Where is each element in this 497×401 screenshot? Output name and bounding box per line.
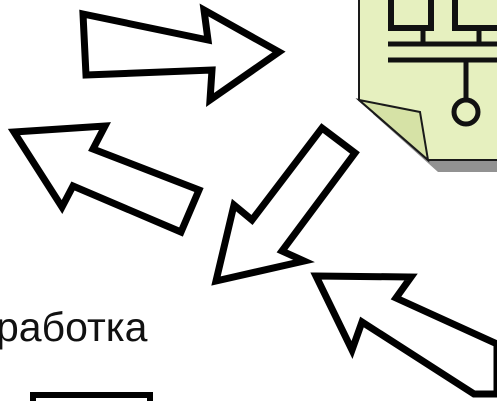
arrow-down-left-icon: [211, 123, 360, 286]
caption-text: работка: [0, 304, 148, 350]
note-folded-corner: [355, 98, 430, 163]
arrow-up-left-bottom-icon: [310, 272, 497, 398]
arrow-up-left-icon: [7, 122, 204, 237]
arrow-down-left-shape: [211, 123, 360, 286]
arrow-right-shape: [79, 3, 286, 108]
arrow-up-left-bottom-shape: [310, 272, 497, 398]
cropped-box-shape: [30, 392, 153, 401]
network-diagram-note-icon: [355, 0, 497, 172]
cropped-box-icon: [30, 392, 153, 401]
arrow-right-icon: [79, 3, 286, 108]
arrow-up-left-shape: [7, 122, 204, 237]
computer-1-screen: [388, 0, 434, 31]
network-node: [451, 97, 481, 127]
